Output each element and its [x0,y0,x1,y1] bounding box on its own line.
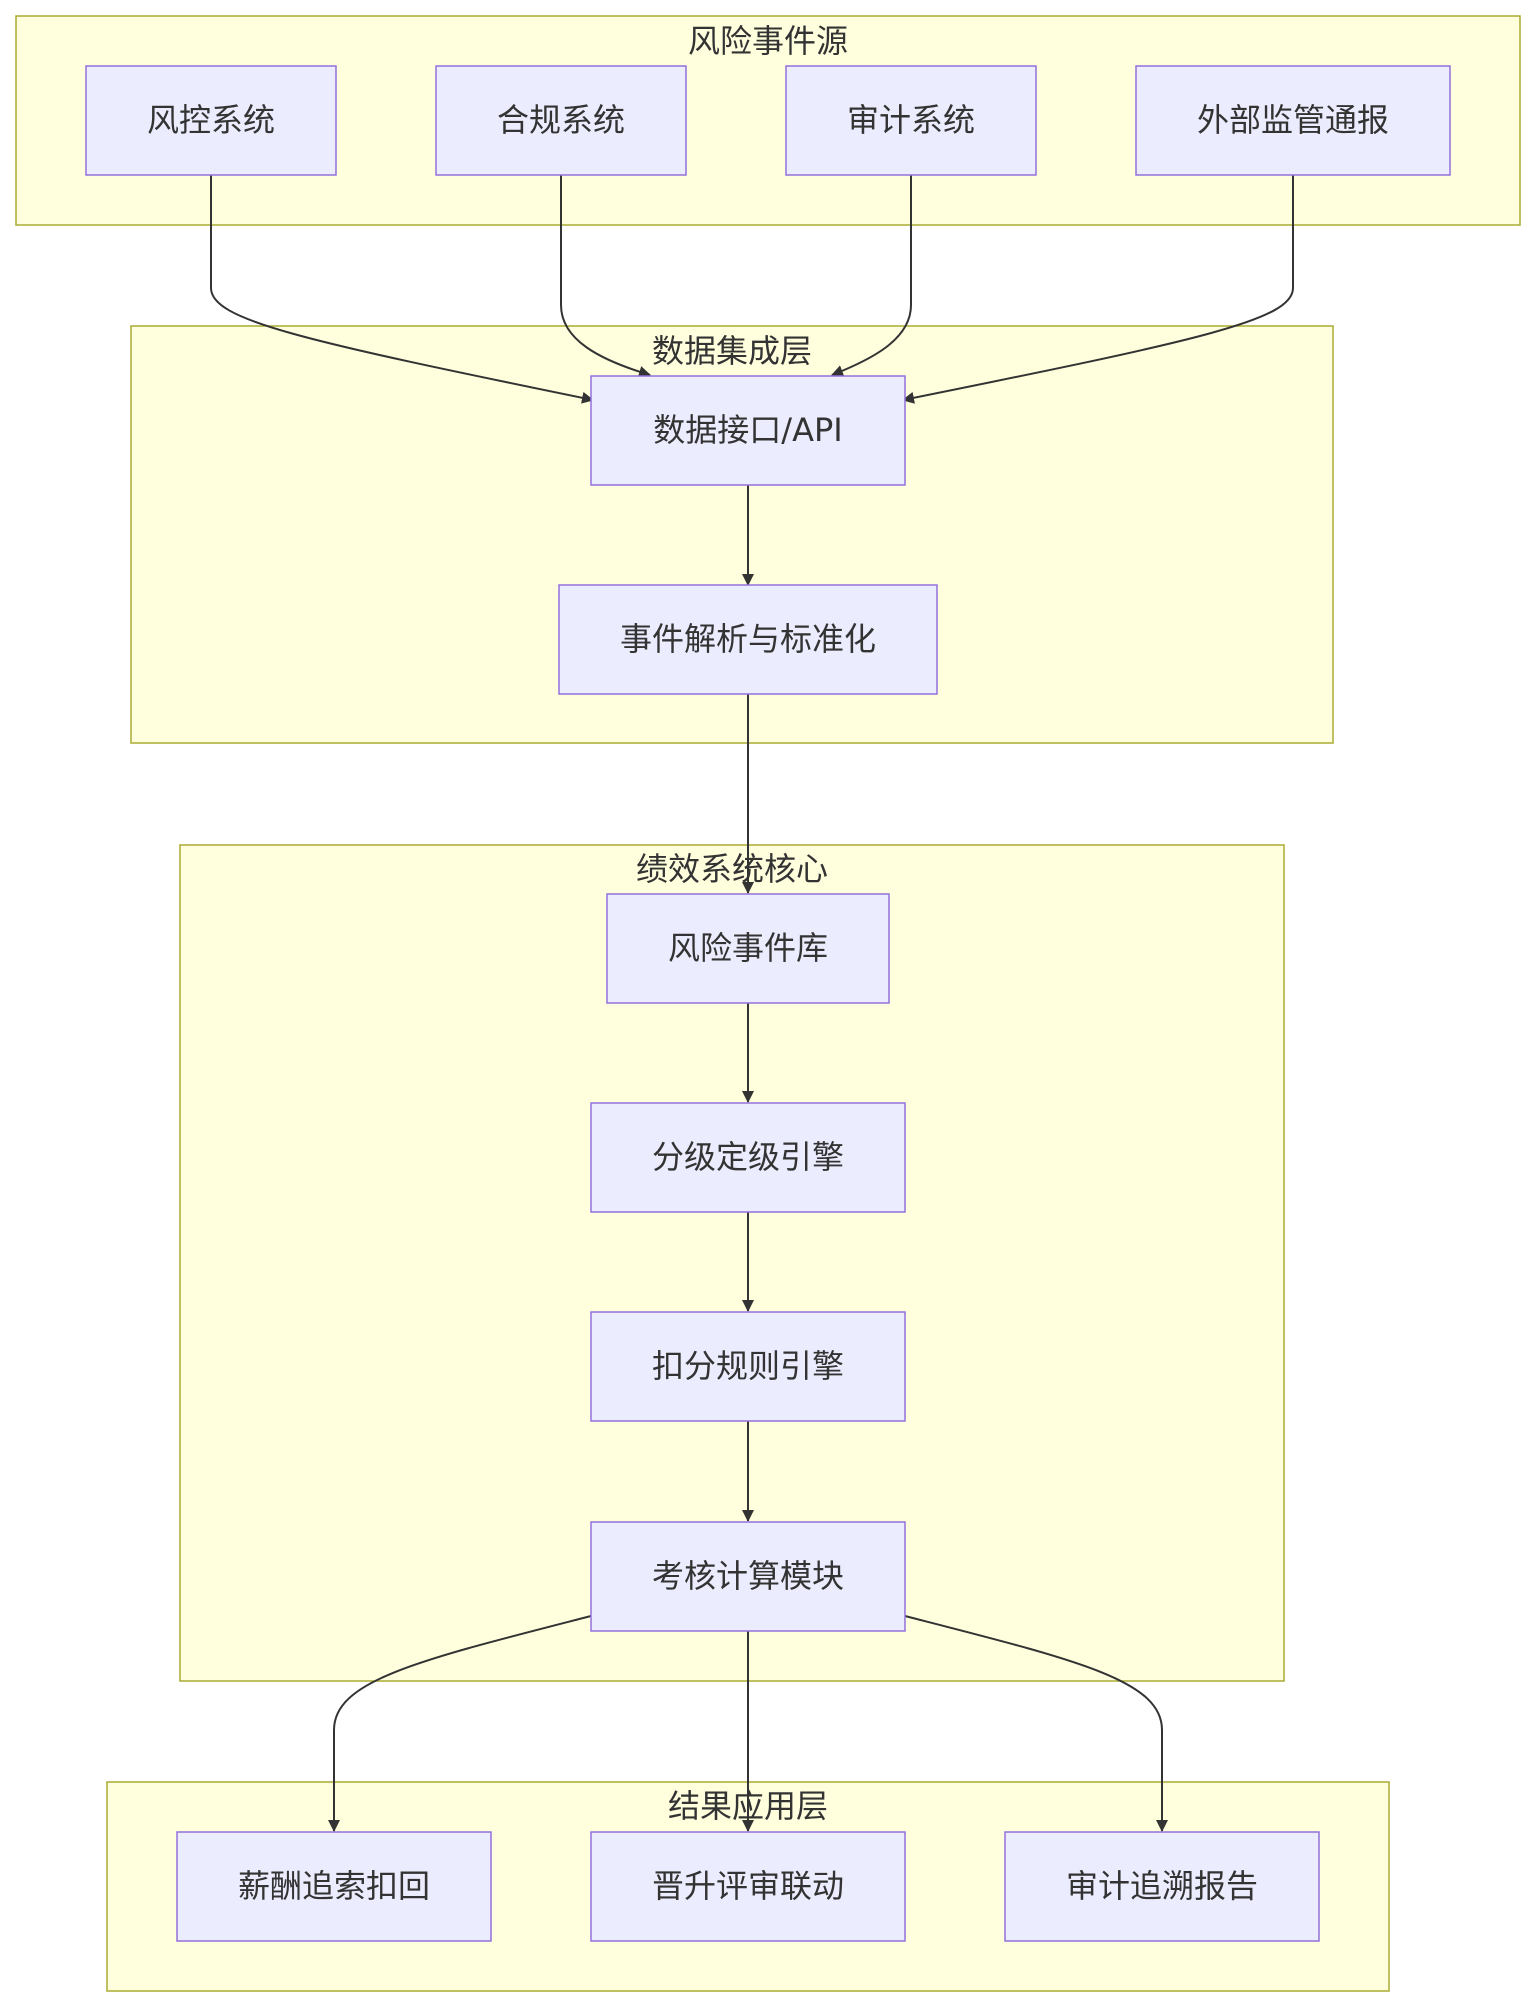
node-compensation-clawback-label: 薪酬追索扣回 [238,1867,430,1905]
node-compliance-system-box[interactable] [435,65,687,176]
node-data-api-box[interactable] [590,375,906,486]
node-external-regulatory-notice-label: 外部监管通报 [1197,101,1389,139]
node-compliance-system-label: 合规系统 [497,101,625,139]
group-performance-core-title: 绩效系统核心 [636,850,828,888]
node-promotion-review-link[interactable]: 晋升评审联动 [590,1831,906,1942]
edge-risk-control-to-data-api [210,175,594,404]
node-risk-control-system-box[interactable] [85,65,337,176]
node-risk-event-library-box[interactable] [606,893,890,1004]
node-assessment-calculation-label: 考核计算模块 [652,1557,844,1595]
edges [210,175,1294,1832]
node-risk-event-library-label: 风险事件库 [668,929,828,967]
node-data-api-label: 数据接口/API [653,411,842,449]
node-external-regulatory-notice[interactable]: 外部监管通报 [1135,65,1451,176]
node-event-parse-normalize-box[interactable] [558,584,938,695]
node-compensation-clawback[interactable]: 薪酬追索扣回 [176,1831,492,1942]
node-audit-system-label: 审计系统 [847,101,975,139]
edge-compliance-to-data-api [560,175,651,378]
edge-audit-to-data-api [831,175,912,377]
node-promotion-review-link-box[interactable] [590,1831,906,1942]
node-audit-trace-report-box[interactable] [1004,1831,1320,1942]
node-audit-trace-report-label: 审计追溯报告 [1066,1867,1258,1905]
node-audit-system-box[interactable] [785,65,1037,176]
node-audit-system[interactable]: 审计系统 [785,65,1037,176]
node-risk-control-system-label: 风控系统 [147,101,275,139]
group-risk-event-sources-title: 风险事件源 [688,22,848,60]
node-promotion-review-link-label: 晋升评审联动 [652,1867,844,1905]
node-event-parse-normalize[interactable]: 事件解析与标准化 [558,584,938,695]
node-external-regulatory-notice-box[interactable] [1135,65,1451,176]
node-deduction-rule-engine[interactable]: 扣分规则引擎 [590,1311,906,1422]
node-event-parse-normalize-label: 事件解析与标准化 [620,620,876,658]
node-grading-engine[interactable]: 分级定级引擎 [590,1102,906,1213]
node-deduction-rule-engine-label: 扣分规则引擎 [652,1347,844,1385]
node-risk-event-library[interactable]: 风险事件库 [606,893,890,1004]
node-compliance-system[interactable]: 合规系统 [435,65,687,176]
node-data-api[interactable]: 数据接口/API [590,375,906,486]
edge-calc-to-clawback [328,1615,592,1832]
edge-external-to-data-api [902,175,1294,404]
node-deduction-rule-engine-box[interactable] [590,1311,906,1422]
edge-calc-to-trace [904,1615,1168,1832]
node-audit-trace-report[interactable]: 审计追溯报告 [1004,1831,1320,1942]
node-assessment-calculation-box[interactable] [590,1521,906,1632]
group-data-integration-layer-title: 数据集成层 [652,332,812,370]
node-compensation-clawback-box[interactable] [176,1831,492,1942]
node-grading-engine-box[interactable] [590,1102,906,1213]
node-risk-control-system[interactable]: 风控系统 [85,65,337,176]
node-assessment-calculation[interactable]: 考核计算模块 [590,1521,906,1632]
node-grading-engine-label: 分级定级引擎 [652,1138,844,1176]
